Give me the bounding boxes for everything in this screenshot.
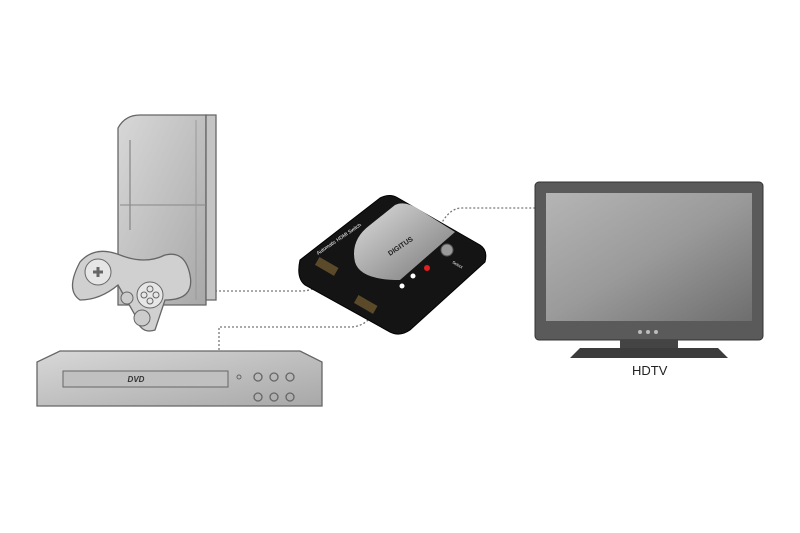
select-label: Select xyxy=(452,260,465,270)
game-console xyxy=(117,114,217,306)
dvd-logo: DVD xyxy=(128,375,145,384)
hdmi-switch xyxy=(298,195,487,335)
cable-dvd xyxy=(218,317,371,350)
status-led-white-2 xyxy=(399,283,405,289)
game-controller xyxy=(71,250,192,332)
status-led-white-1 xyxy=(410,273,416,279)
dvd-player xyxy=(36,350,323,407)
select-button xyxy=(440,243,454,257)
tv-label: HDTV xyxy=(632,363,668,378)
hdtv xyxy=(534,181,764,358)
status-led-red xyxy=(424,265,430,271)
